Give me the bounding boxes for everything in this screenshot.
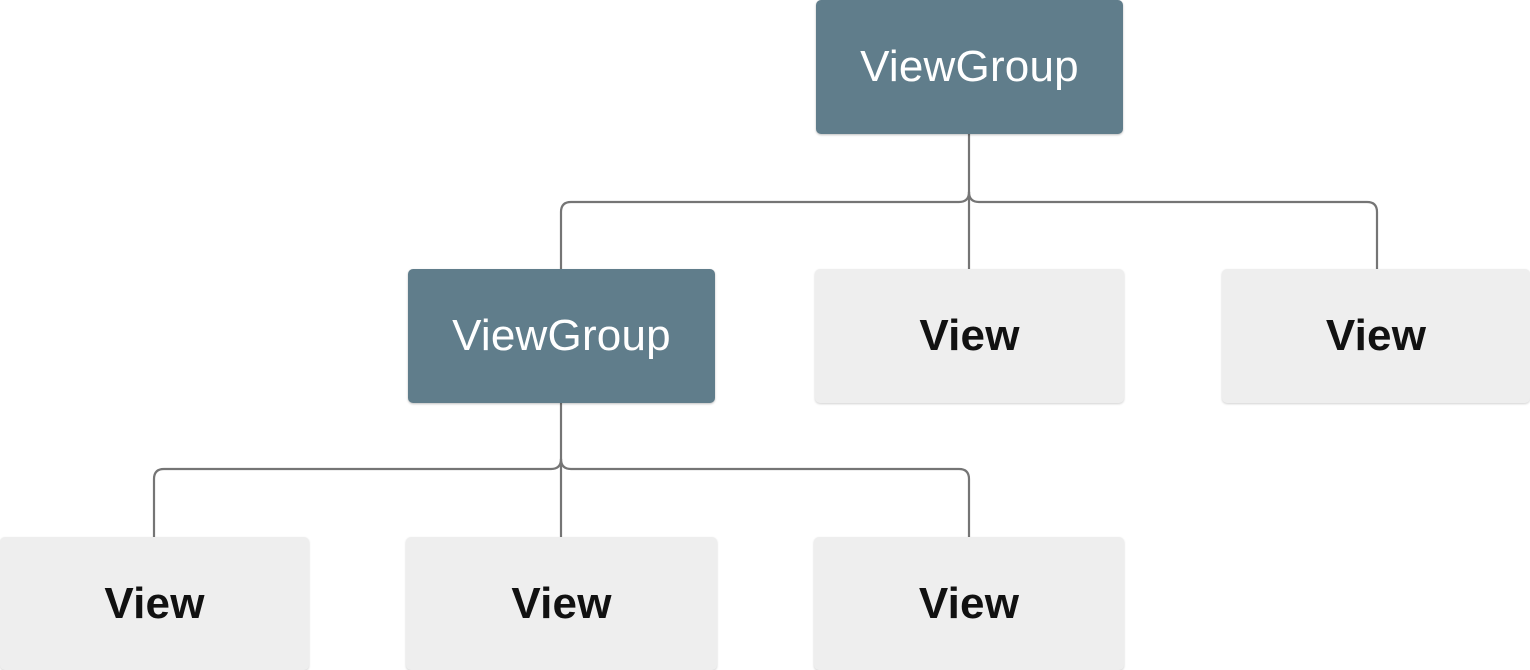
view-node-level2-center: View xyxy=(815,269,1124,403)
view-node-level3-left: View xyxy=(0,537,309,670)
viewgroup-root-node: ViewGroup xyxy=(816,0,1123,134)
viewgroup-child-label: ViewGroup xyxy=(452,311,671,360)
connector-root-trunk xyxy=(967,132,1379,271)
view-node-level2-right: View xyxy=(1222,269,1530,403)
viewgroup-child-node: ViewGroup xyxy=(408,269,715,403)
view-node-level3-right: View xyxy=(814,537,1124,670)
view-label: View xyxy=(1325,311,1427,360)
view-node-level3-center: View xyxy=(406,537,717,670)
connector-root-left xyxy=(559,190,971,271)
connector-group2-left xyxy=(152,457,563,539)
connector-group2-trunk xyxy=(559,401,971,539)
view-label: View xyxy=(919,311,1020,360)
view-label: View xyxy=(104,578,205,628)
viewgroup-root-label: ViewGroup xyxy=(860,42,1079,91)
view-label: View xyxy=(511,578,612,628)
view-label: View xyxy=(918,578,1020,628)
